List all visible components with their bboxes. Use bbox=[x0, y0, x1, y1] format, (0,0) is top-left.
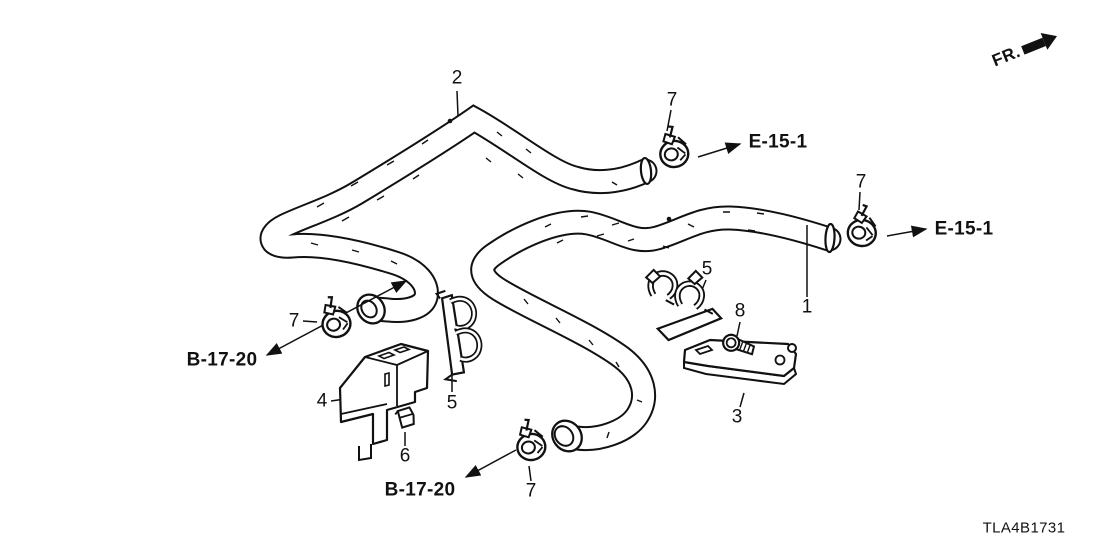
ref-label-b-17-20-left[interactable]: B-17-20 bbox=[186, 349, 258, 371]
water-hose-1 bbox=[470, 205, 842, 452]
callout-1[interactable]: 1 bbox=[801, 296, 813, 318]
callout-8[interactable]: 8 bbox=[734, 300, 746, 322]
hose-clamp-7-left bbox=[314, 292, 355, 342]
callout-5-right[interactable]: 5 bbox=[701, 258, 713, 280]
leader-callout-7-left bbox=[302, 320, 318, 323]
fr-direction-arrow-icon bbox=[1020, 37, 1046, 55]
callout-3[interactable]: 3 bbox=[731, 406, 743, 428]
callout-5-left[interactable]: 5 bbox=[446, 392, 458, 414]
bolt-8 bbox=[722, 333, 756, 356]
ref-label-e-15-1-top[interactable]: E-15-1 bbox=[748, 131, 808, 153]
stay-bracket-3 bbox=[682, 338, 798, 386]
leader-callout-7-top bbox=[666, 109, 672, 132]
callout-7-left[interactable]: 7 bbox=[288, 310, 300, 332]
hose-1-body bbox=[472, 207, 840, 450]
leader-callout-7-right bbox=[858, 191, 861, 211]
hose-2-body bbox=[261, 106, 656, 321]
clip-6 bbox=[394, 406, 415, 429]
leader-callout-3 bbox=[739, 392, 745, 408]
hose-holder-5-right bbox=[644, 268, 724, 342]
hose-clamp-7-top bbox=[655, 123, 692, 171]
ref-arrow-b-17-20-bottom bbox=[464, 449, 517, 478]
hose-texture-ticks bbox=[310, 118, 765, 439]
ref-arrow-e-15-1-right bbox=[886, 225, 928, 238]
callout-6[interactable]: 6 bbox=[399, 445, 411, 467]
hose-clamp-7-bottom bbox=[511, 415, 549, 464]
hose-clamp-7-right bbox=[845, 202, 880, 249]
callout-4[interactable]: 4 bbox=[316, 390, 328, 412]
callout-7-top[interactable]: 7 bbox=[666, 89, 678, 111]
hose-holder-5-left bbox=[434, 289, 483, 383]
leader-lines bbox=[265, 90, 928, 482]
leader-callout-7-bottom bbox=[528, 465, 532, 482]
leader-callout-8 bbox=[736, 321, 741, 337]
leader-callout-2 bbox=[456, 90, 459, 117]
ref-arrow-e-15-1-top bbox=[697, 142, 742, 158]
figure-code: TLA4B1731 bbox=[982, 519, 1066, 537]
hose-1-outline bbox=[470, 205, 842, 452]
callout-7-bottom[interactable]: 7 bbox=[525, 480, 537, 502]
ref-label-e-15-1-right[interactable]: E-15-1 bbox=[934, 218, 994, 240]
water-hose-2 bbox=[259, 104, 658, 323]
callout-2[interactable]: 2 bbox=[451, 67, 463, 89]
ref-label-b-17-20-bottom[interactable]: B-17-20 bbox=[384, 479, 456, 501]
callout-7-right[interactable]: 7 bbox=[855, 171, 867, 193]
bracket-4 bbox=[338, 342, 430, 462]
